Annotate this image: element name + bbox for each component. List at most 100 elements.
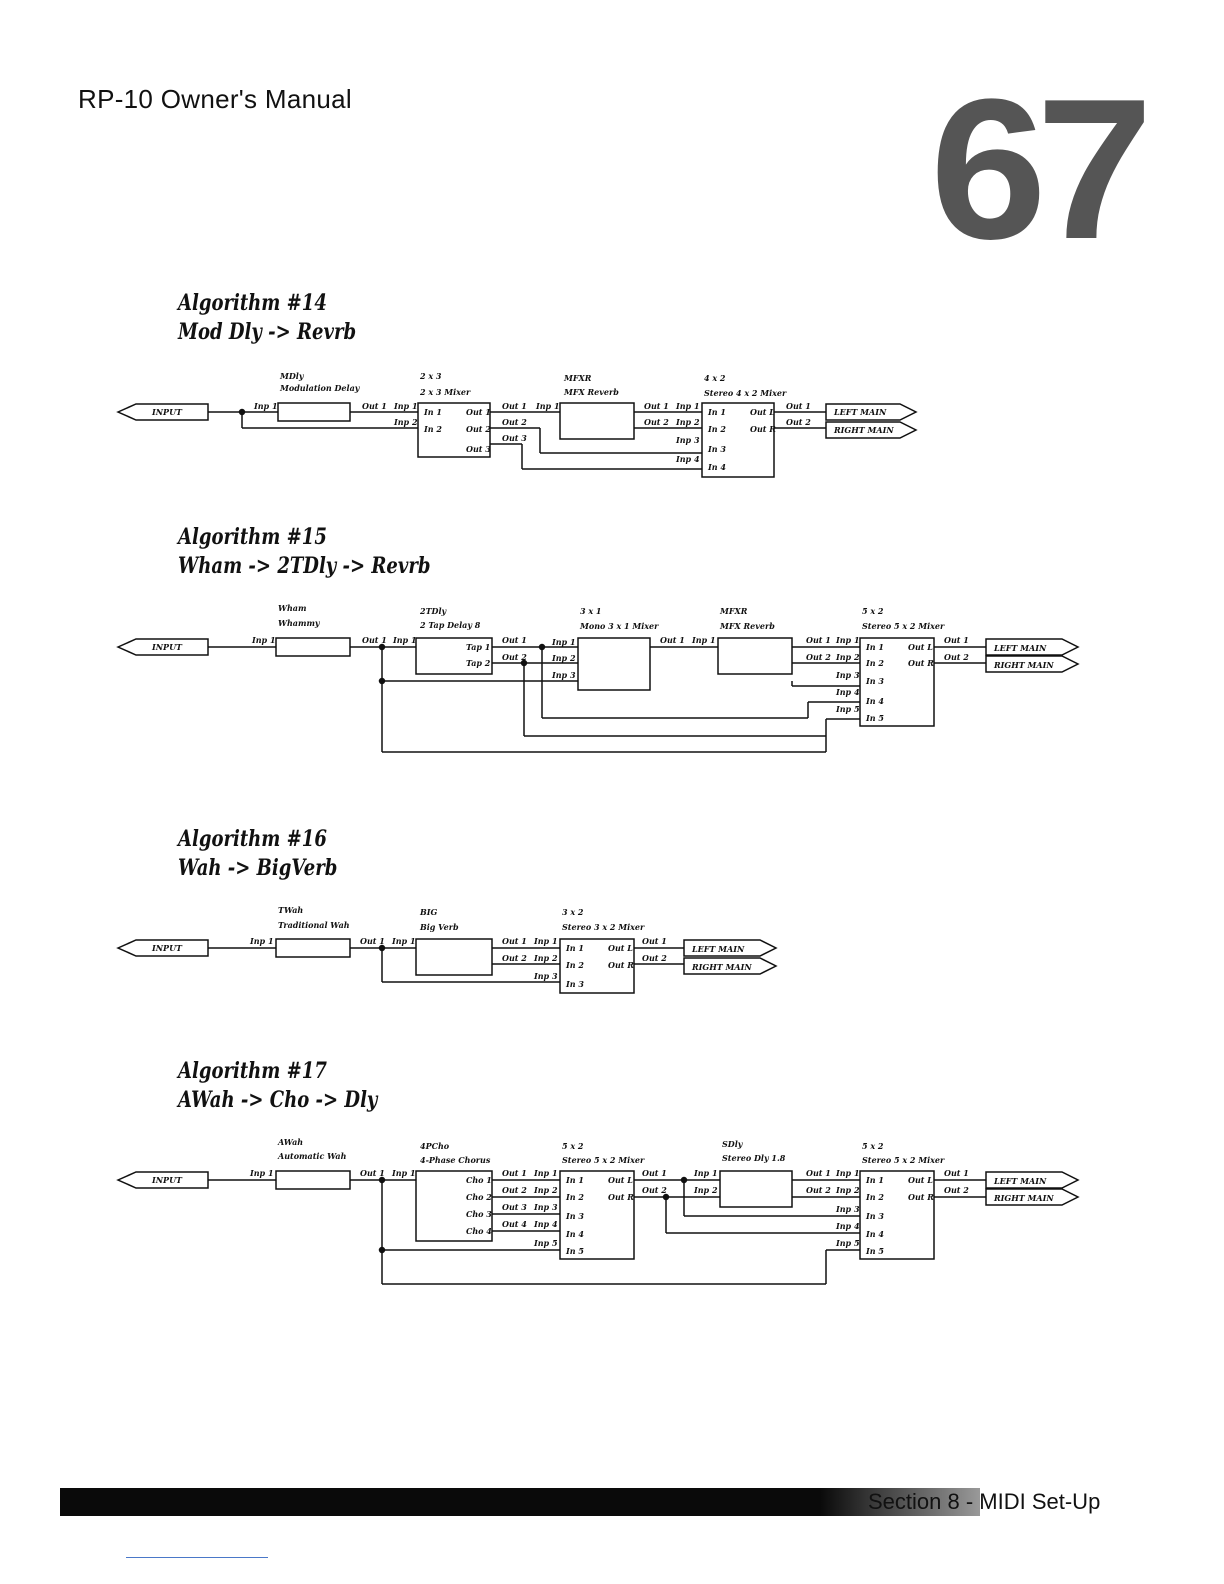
port-label: Out 2 [806, 652, 831, 662]
port-label: In 2 [565, 960, 584, 970]
port-label: Inp 2 [551, 653, 576, 663]
port-label: Inp 2 [693, 1185, 718, 1195]
port-label: Inp 3 [675, 435, 700, 445]
port-label: Wham [278, 603, 306, 613]
port-label: Out 4 [502, 1219, 527, 1229]
port-label: Out L [908, 1175, 933, 1185]
tdly-block [415, 637, 493, 675]
algorithm-17-name: AWah -> Cho -> Dly [178, 1087, 378, 1113]
port-label: Out L [750, 407, 775, 417]
manual-title: RP-10 Owner's Manual [78, 84, 352, 114]
algorithm-16-diagram [116, 938, 778, 994]
port-label: Inp 1 [253, 401, 278, 411]
port-label: Out R [908, 658, 934, 668]
port-label: Out 1 [944, 1168, 969, 1178]
port-label: Tap 1 [466, 642, 490, 652]
port-label: Out 2 [944, 652, 969, 662]
port-label: In 3 [865, 676, 884, 686]
input-label: INPUT [151, 407, 183, 417]
port-label: Inp 1 [835, 635, 860, 645]
algorithm-16-heading: Algorithm #16 Wah -> BigVerb [178, 825, 337, 883]
port-label: Out 2 [642, 1185, 667, 1195]
port-label: TWah [278, 905, 303, 915]
port-label: In 1 [565, 1175, 584, 1185]
port-label: Inp 1 [249, 1168, 274, 1178]
port-label: In 2 [565, 1192, 584, 1202]
port-label: Out 1 [644, 401, 669, 411]
awah-block [275, 1170, 351, 1190]
port-label: In 3 [565, 979, 584, 989]
port-label: In 5 [865, 1246, 884, 1256]
port-label: Inp 1 [533, 936, 558, 946]
port-label: Out 1 [360, 1168, 385, 1178]
page-number: 67 [930, 58, 1153, 281]
wham-block [275, 637, 351, 657]
port-label: Out 1 [360, 936, 385, 946]
port-label: In 4 [865, 696, 884, 706]
port-label: Inp 1 [391, 936, 416, 946]
port-label: 5 x 2 [562, 1141, 584, 1151]
stereo-5x2-block-a [559, 1170, 635, 1260]
port-label: 4 x 2 [704, 373, 726, 383]
port-label: MFXR [719, 606, 748, 616]
port-label: In 2 [707, 424, 726, 434]
port-label: Inp 3 [835, 1204, 860, 1214]
footer-bar [60, 1488, 880, 1516]
port-label: Big Verb [419, 922, 459, 932]
port-label: 2 x 3 [419, 371, 442, 381]
port-label: 2 Tap Delay 8 [419, 620, 481, 630]
algorithm-16-number: Algorithm #16 [178, 826, 327, 852]
port-label: 4-Phase Chorus [420, 1155, 491, 1165]
port-label: Out 1 [502, 1168, 527, 1178]
port-label: Inp 4 [675, 454, 700, 464]
port-label: Inp 1 [835, 1168, 860, 1178]
footer-bar-fade [820, 1488, 980, 1516]
port-label: Out 2 [502, 652, 527, 662]
port-label: Inp 1 [675, 401, 700, 411]
port-label: 3 x 2 [562, 907, 584, 917]
port-label: Out 1 [502, 936, 527, 946]
port-label: Out 2 [502, 1185, 527, 1195]
port-label: 5 x 2 [862, 1141, 884, 1151]
port-label: Out L [608, 1175, 633, 1185]
port-label: Out 1 [502, 635, 527, 645]
port-label: Inp 1 [251, 635, 276, 645]
port-label: Out 2 [644, 417, 669, 427]
port-label: Stereo Dly 1.8 [722, 1153, 786, 1163]
port-label: Inp 1 [693, 1168, 718, 1178]
port-label: Inp 5 [835, 704, 860, 714]
port-label: Inp 1 [392, 635, 417, 645]
port-label: LEFT MAIN [691, 944, 745, 954]
port-label: Automatic Wah [277, 1151, 347, 1161]
algorithm-15-number: Algorithm #15 [178, 524, 327, 550]
port-label: Traditional Wah [278, 920, 350, 930]
port-label: In 2 [423, 424, 442, 434]
port-label: MFX Reverb [563, 387, 619, 397]
port-label: In 3 [565, 1211, 584, 1221]
right-main-label: RIGHT MAIN [833, 425, 894, 435]
port-label: In 4 [565, 1229, 584, 1239]
port-label: 2 x 3 Mixer [419, 387, 471, 397]
algorithm-17-number: Algorithm #17 [178, 1058, 327, 1084]
mfxr-block [559, 402, 635, 440]
port-label: SDly [722, 1139, 744, 1149]
left-main-arrow [825, 403, 918, 421]
port-label: Cho 1 [466, 1175, 492, 1185]
port-label: Out 2 [466, 424, 491, 434]
port-label: MFXR [563, 373, 592, 383]
port-label: In 1 [707, 407, 726, 417]
port-label: Out 1 [642, 1168, 667, 1178]
port-label: In 4 [707, 462, 726, 472]
port-label: Out 1 [502, 401, 527, 411]
port-label: In 1 [865, 1175, 884, 1185]
port-label: 4PCho [420, 1141, 450, 1151]
port-label: In 5 [565, 1246, 584, 1256]
port-label: Mono 3 x 1 Mixer [579, 621, 659, 631]
port-label: In 2 [865, 658, 884, 668]
port-label: Inp 2 [835, 1185, 860, 1195]
port-label: 3 x 1 [580, 606, 601, 616]
port-label: INPUT [151, 943, 183, 953]
port-label: Out 1 [466, 407, 491, 417]
algorithm-15-heading: Algorithm #15 Wham -> 2TDly -> Revrb [178, 523, 431, 581]
